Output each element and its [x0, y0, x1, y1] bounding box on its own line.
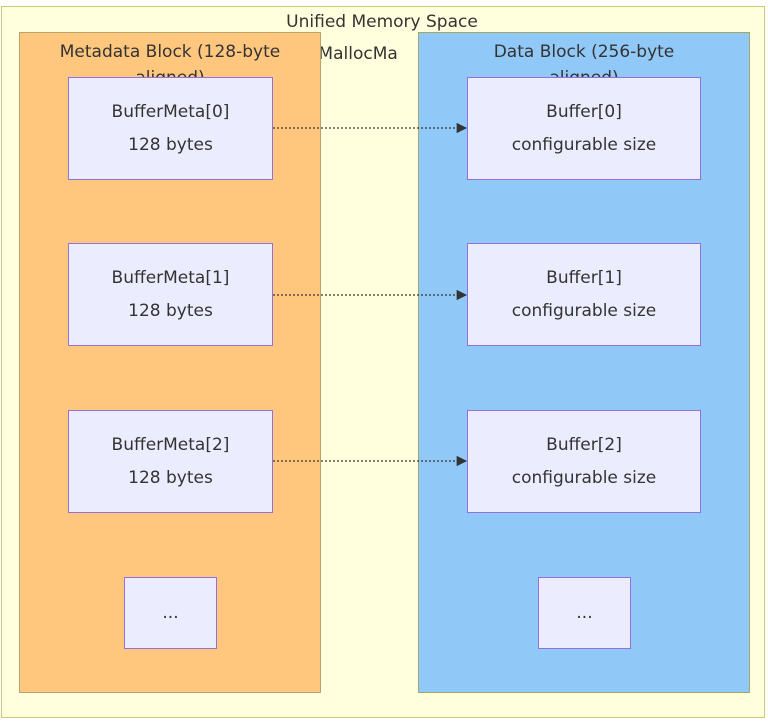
buffer-meta-1-size: 128 bytes [128, 300, 213, 321]
buffer-0-size: configurable size [511, 134, 657, 155]
buffer-1-name: Buffer[1] [546, 267, 622, 288]
buffer-ellipsis-text: ... [576, 602, 593, 623]
buffer-0-node: Buffer[0] configurable size [467, 77, 701, 180]
buffer-meta-ellipsis-node: ... [124, 577, 217, 649]
occluded-malloc-label-text: aMallocMa [316, 44, 398, 64]
unified-memory-space-title: Unified Memory Space [286, 12, 478, 32]
buffer-meta-0-size: 128 bytes [128, 134, 213, 155]
buffer-ellipsis-node: ... [538, 577, 631, 649]
buffer-1-node: Buffer[1] configurable size [467, 243, 701, 346]
buffer-meta-ellipsis-text: ... [162, 602, 179, 623]
buffer-2-size: configurable size [511, 467, 657, 488]
buffer-meta-0-name: BufferMeta[0] [111, 101, 230, 122]
buffer-meta-2-name: BufferMeta[2] [111, 434, 230, 455]
buffer-0-name: Buffer[0] [546, 101, 622, 122]
buffer-meta-1-node: BufferMeta[1] 128 bytes [68, 243, 273, 346]
buffer-meta-0-node: BufferMeta[0] 128 bytes [68, 77, 273, 180]
buffer-meta-1-name: BufferMeta[1] [111, 267, 230, 288]
buffer-meta-2-node: BufferMeta[2] 128 bytes [68, 410, 273, 513]
buffer-2-node: Buffer[2] configurable size [467, 410, 701, 513]
occluded-malloc-label: aMallocMa [316, 43, 420, 65]
buffer-meta-2-size: 128 bytes [128, 467, 213, 488]
buffer-1-size: configurable size [511, 300, 657, 321]
buffer-2-name: Buffer[2] [546, 434, 622, 455]
